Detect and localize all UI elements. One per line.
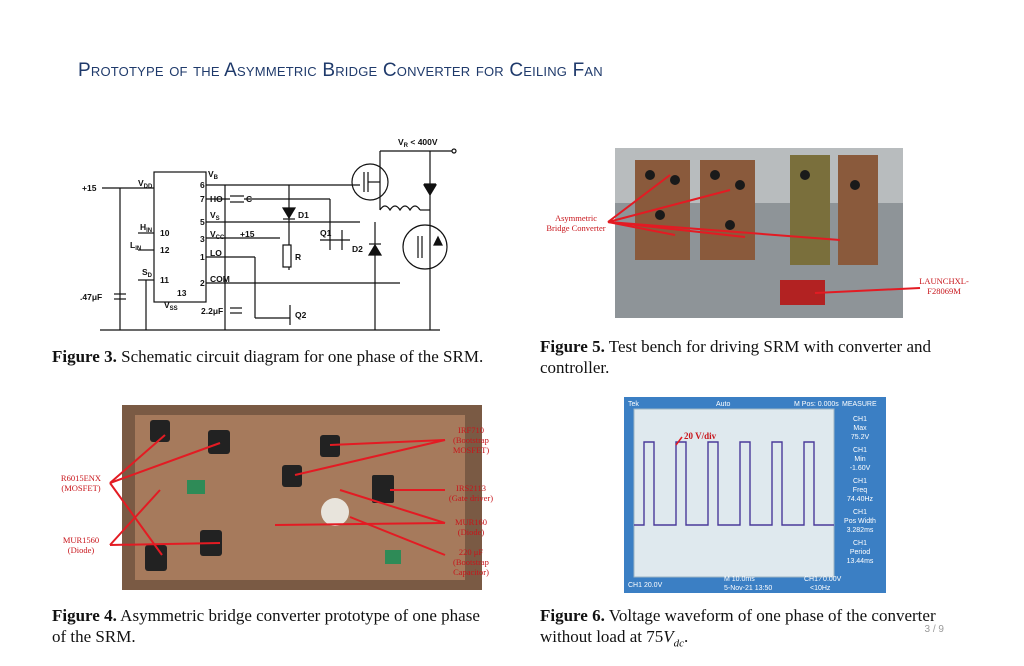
mur160-label: MUR160 (Diode) xyxy=(454,517,488,537)
svg-text:LIN: LIN xyxy=(130,240,141,252)
scope-volts-div-label: 20 V/div xyxy=(684,431,717,441)
irs2113-label: IRS2113 (Gate driver) xyxy=(448,483,494,503)
svg-text:VDD: VDD xyxy=(138,178,153,190)
hin-label: H xyxy=(140,222,146,232)
pin10-label: 10 xyxy=(160,228,170,238)
slide-title: Prototype of the Asymmetric Bridge Conve… xyxy=(78,60,603,81)
vb-label: V xyxy=(208,169,214,179)
scope-measure-max: CH1 Max 75.2V xyxy=(850,416,870,441)
figure-6-number: Figure 6. xyxy=(540,606,605,625)
figure-5-caption: Figure 5. Test bench for driving SRM wit… xyxy=(540,336,960,378)
scope-measure-min: CH1 Min -1.60V xyxy=(849,447,871,472)
scope-measure-freq: CH1 Freq 74.40Hz xyxy=(846,478,874,503)
q1-label: Q1 xyxy=(320,228,332,238)
r-label: R xyxy=(295,252,301,262)
svg-text:HIN: HIN xyxy=(140,222,152,234)
irf710-label: IRF710 (Bootstrap MOSFET) xyxy=(452,425,490,455)
pin12-label: 12 xyxy=(160,245,170,255)
figure-5-photo: Asymmetric Bridge Converter LAUNCHXL- F2… xyxy=(540,145,980,320)
scope-ch1: CH1 20.0V xyxy=(628,582,663,589)
pin13-label: 13 xyxy=(177,288,187,298)
prototype-board-photo xyxy=(109,405,482,590)
q2-label: Q2 xyxy=(295,310,307,320)
page-number: 3 / 9 xyxy=(924,624,944,635)
c-label: C xyxy=(246,194,252,204)
scope-brand: Tek xyxy=(628,401,639,408)
vss-label: V xyxy=(164,300,170,310)
scope-timebase: M 10.0ms xyxy=(724,576,755,583)
pin5-label: 5 xyxy=(200,217,205,227)
scope-measure: MEASURE xyxy=(842,401,877,408)
pin7-label: 7 xyxy=(200,194,205,204)
vr-label: V xyxy=(398,137,404,147)
vcc-label: V xyxy=(210,229,216,239)
svg-text:VSS: VSS xyxy=(164,300,178,312)
figure-6-caption: Figure 6. Voltage waveform of one phase … xyxy=(540,605,940,654)
scope-measure-period: CH1 Period 13.44ms xyxy=(846,540,874,565)
cap47-label: .47μF xyxy=(80,292,102,302)
figure-6-oscilloscope: Tek Auto M Pos: 0.000s MEASURE 20 V/div … xyxy=(624,397,886,593)
scope-freq: <10Hz xyxy=(810,585,831,592)
pin3-label: 3 xyxy=(200,234,205,244)
figure-6-text: Voltage waveform of one phase of the con… xyxy=(540,606,936,646)
plus15b-label: +15 xyxy=(240,229,255,239)
cap22-label: 2.2μF xyxy=(201,306,223,316)
d2-label: D2 xyxy=(352,244,363,254)
cap220-label: 220 μF (Bootstrap Capacitor) xyxy=(453,547,489,577)
test-bench-photo xyxy=(607,148,921,318)
lo-label: LO xyxy=(210,248,222,258)
svg-text:VR < 400V: VR < 400V xyxy=(398,137,438,149)
r6015enx-label: R6015ENX (MOSFET) xyxy=(60,473,102,493)
svg-text:VS: VS xyxy=(210,210,220,222)
oscilloscope-screen: Tek Auto M Pos: 0.000s MEASURE 20 V/div … xyxy=(624,397,886,593)
d1-label: D1 xyxy=(298,210,309,220)
scope-measure-poswidth: CH1 Pos Width 3.282ms xyxy=(844,509,876,534)
svg-text:VB: VB xyxy=(208,169,219,181)
figure-3-caption: Figure 3. Schematic circuit diagram for … xyxy=(52,346,492,367)
scope-date: 5-Nov-21 13:50 xyxy=(724,585,772,592)
pin6-label: 6 xyxy=(200,180,205,190)
pin2-label: 2 xyxy=(200,278,205,288)
figure-6-sub: dc xyxy=(673,637,685,650)
launchxl-label: LAUNCHXL- F28069M xyxy=(919,276,969,296)
pin11-label: 11 xyxy=(160,275,169,285)
vs-label: V xyxy=(210,210,216,220)
figure-4-text: Asymmetric bridge converter prototype of… xyxy=(52,606,480,646)
scope-mpos: M Pos: 0.000s xyxy=(794,401,839,408)
schematic-diagram: VR < 400V +15 VDD 6 7 5 3 1 2 10 12 11 1… xyxy=(80,137,457,331)
mur1560-label: MUR1560 (Diode) xyxy=(62,535,100,555)
lin-label: L xyxy=(130,240,135,250)
ho-label: HO xyxy=(210,194,223,204)
plus15-label: +15 xyxy=(82,183,97,193)
figure-4-number: Figure 4. xyxy=(52,606,117,625)
com-label: COM xyxy=(210,274,230,284)
scope-measure-panel: CH1 Max 75.2V CH1 Min -1.60V CH1 Freq 74… xyxy=(836,415,884,566)
figure-3-text: Schematic circuit diagram for one phase … xyxy=(116,347,484,366)
sd-label: S xyxy=(142,267,148,277)
figure-4-photo: R6015ENX (MOSFET) MUR1560 (Diode) IRF710… xyxy=(50,405,510,595)
asymmetric-bridge-converter-label: Asymmetric Bridge Converter xyxy=(546,213,606,233)
scope-trigger: CH1 ∕ 0.00V xyxy=(804,576,842,583)
figure-6-var: V xyxy=(663,627,674,646)
vdd-label: V xyxy=(138,178,144,188)
figure-6-post: . xyxy=(684,627,689,646)
figure-4-caption: Figure 4. Asymmetric bridge converter pr… xyxy=(52,605,492,647)
figure-3-number: Figure 3. xyxy=(52,347,117,366)
gate-driver-ic xyxy=(153,171,207,303)
svg-text:SD: SD xyxy=(142,267,153,279)
svg-text:VCC: VCC xyxy=(210,229,225,241)
figure-5-number: Figure 5. xyxy=(540,337,605,356)
figure-5-text: Test bench for driving SRM with converte… xyxy=(540,337,932,377)
scope-mode: Auto xyxy=(716,401,731,408)
pin1-label: 1 xyxy=(200,252,205,262)
